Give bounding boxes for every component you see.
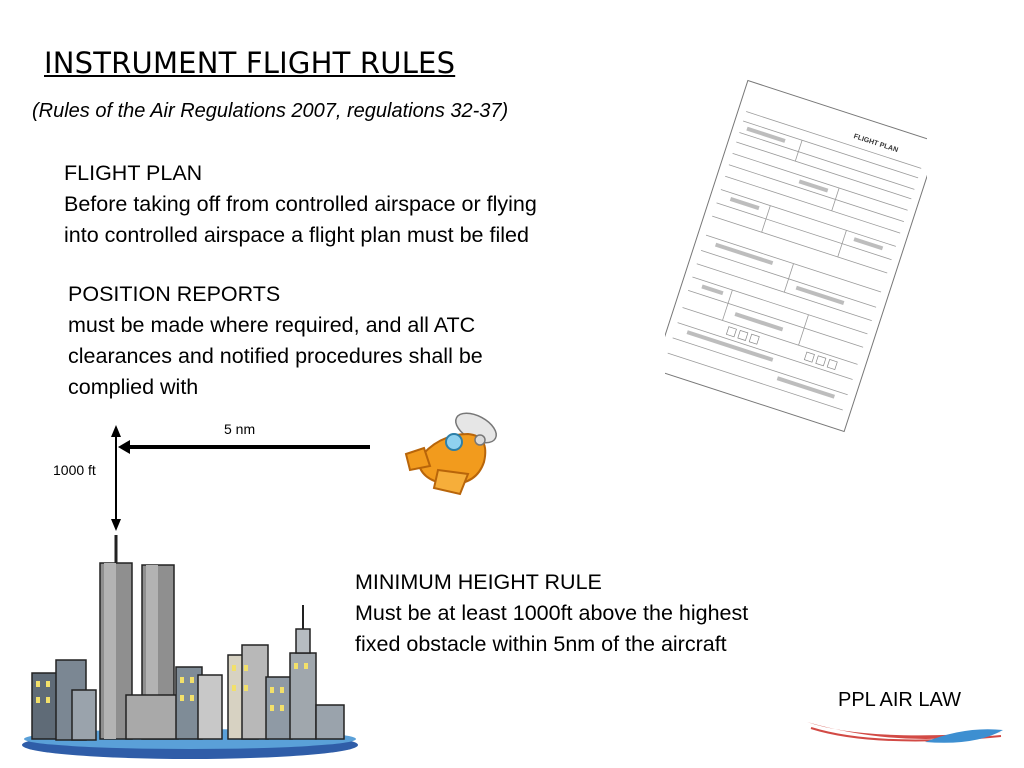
flight-plan-text-line: Before taking off from controlled airspa… bbox=[64, 192, 537, 216]
page-title: INSTRUMENT FLIGHT RULES bbox=[44, 46, 456, 80]
minimum-height-text-line: fixed obstacle within 5nm of the aircraf… bbox=[355, 632, 727, 656]
airplane-icon bbox=[404, 412, 497, 496]
flight-plan-heading: FLIGHT PLAN bbox=[64, 161, 203, 185]
minimum-height-text-line: Must be at least 1000ft above the highes… bbox=[355, 601, 749, 625]
brand-swoosh-logo bbox=[807, 722, 1003, 743]
city-skyline bbox=[31, 535, 345, 741]
flight-plan-text-line: into controlled airspace a flight plan m… bbox=[64, 223, 529, 247]
minimum-height-heading: MINIMUM HEIGHT RULE bbox=[355, 570, 602, 594]
distance-arrow bbox=[118, 440, 370, 454]
brand-label: PPL AIR LAW bbox=[838, 689, 962, 711]
distance-label: 5 nm bbox=[224, 421, 256, 437]
position-reports-section: POSITION REPORTS must be made where requ… bbox=[68, 279, 483, 403]
flight-plan-section: FLIGHT PLAN Before taking off from contr… bbox=[64, 158, 537, 251]
position-reports-text-line: must be made where required, and all ATC bbox=[68, 313, 476, 337]
minimum-height-diagram bbox=[22, 425, 370, 759]
height-arrow bbox=[111, 425, 121, 531]
flight-plan-form-image: FLIGHT PLAN bbox=[665, 79, 927, 433]
page-subtitle: (Rules of the Air Regulations 2007, regu… bbox=[32, 100, 509, 122]
building-windows bbox=[36, 663, 308, 711]
position-reports-heading: POSITION REPORTS bbox=[68, 282, 281, 306]
minimum-height-section: MINIMUM HEIGHT RULE Must be at least 100… bbox=[355, 567, 748, 660]
position-reports-text-line: complied with bbox=[68, 375, 199, 399]
height-label: 1000 ft bbox=[53, 462, 96, 478]
position-reports-text-line: clearances and notified procedures shall… bbox=[68, 344, 483, 368]
